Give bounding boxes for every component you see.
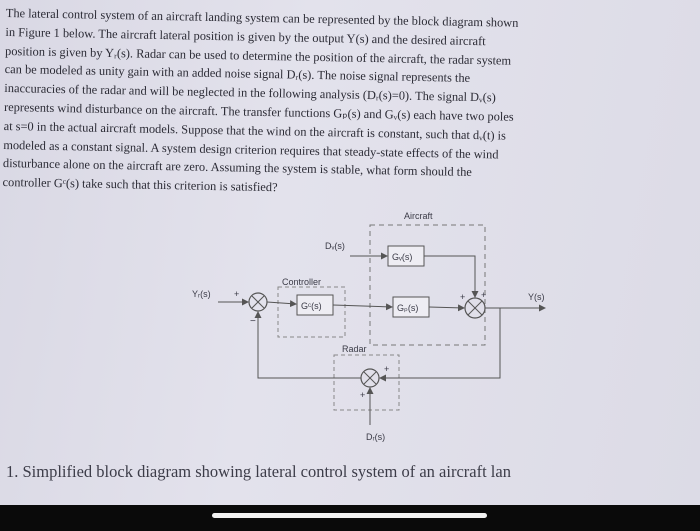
minus-sign: −: [250, 316, 256, 327]
aircraft-boundary: [369, 224, 486, 346]
plus-sign: +: [234, 289, 239, 299]
plus-sign: +: [460, 292, 465, 302]
yr-label: Yᵣ(s): [192, 289, 211, 299]
plus-sign: +: [481, 290, 486, 300]
controller-boundary: [277, 286, 346, 338]
textbook-page: The lateral control system of an aircraf…: [0, 0, 700, 505]
dw-label: Dᵥ(s): [325, 241, 345, 251]
gc-label: Gᶜ(s): [301, 301, 322, 311]
radar-boundary: [333, 354, 400, 411]
aircraft-label: Aircraft: [404, 211, 433, 221]
gw-label: Gᵥ(s): [392, 252, 412, 262]
home-indicator[interactable]: [212, 513, 487, 518]
gp-label: Gₚ(s): [397, 303, 418, 313]
plus-sign: +: [360, 390, 365, 400]
plus-sign: +: [384, 364, 389, 374]
controller-label: Controller: [282, 277, 321, 287]
bottom-bar: [0, 505, 700, 531]
y-label: Y(s): [528, 292, 545, 302]
block-diagram: Aircraft Controller Radar Gᶜ(s) Gₚ(s) Gᵥ…: [192, 211, 546, 442]
figure-caption: 1. Simplified block diagram showing late…: [6, 462, 511, 481]
dr-label: Dᵣ(s): [366, 432, 385, 442]
radar-label: Radar: [342, 344, 367, 354]
